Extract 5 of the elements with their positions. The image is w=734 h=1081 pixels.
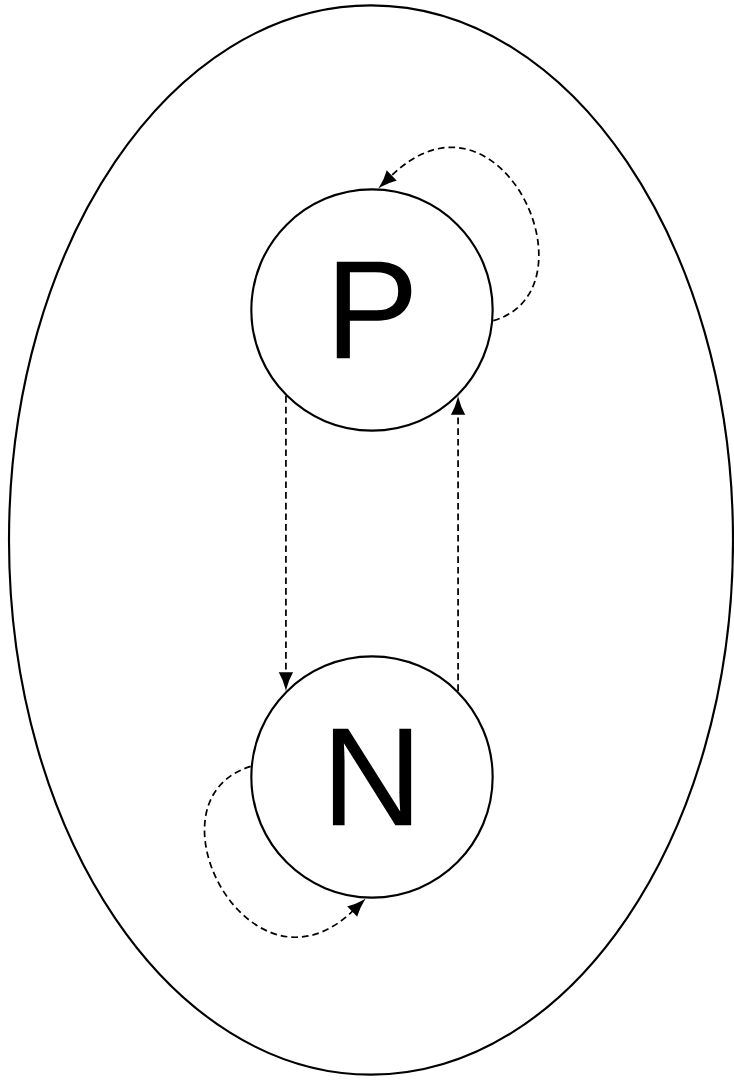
arrow: [451, 398, 465, 692]
enclosing-ellipse: [7, 4, 734, 1076]
arrow: [379, 146, 540, 322]
arrow: [279, 395, 293, 689]
arrow: [204, 765, 365, 938]
